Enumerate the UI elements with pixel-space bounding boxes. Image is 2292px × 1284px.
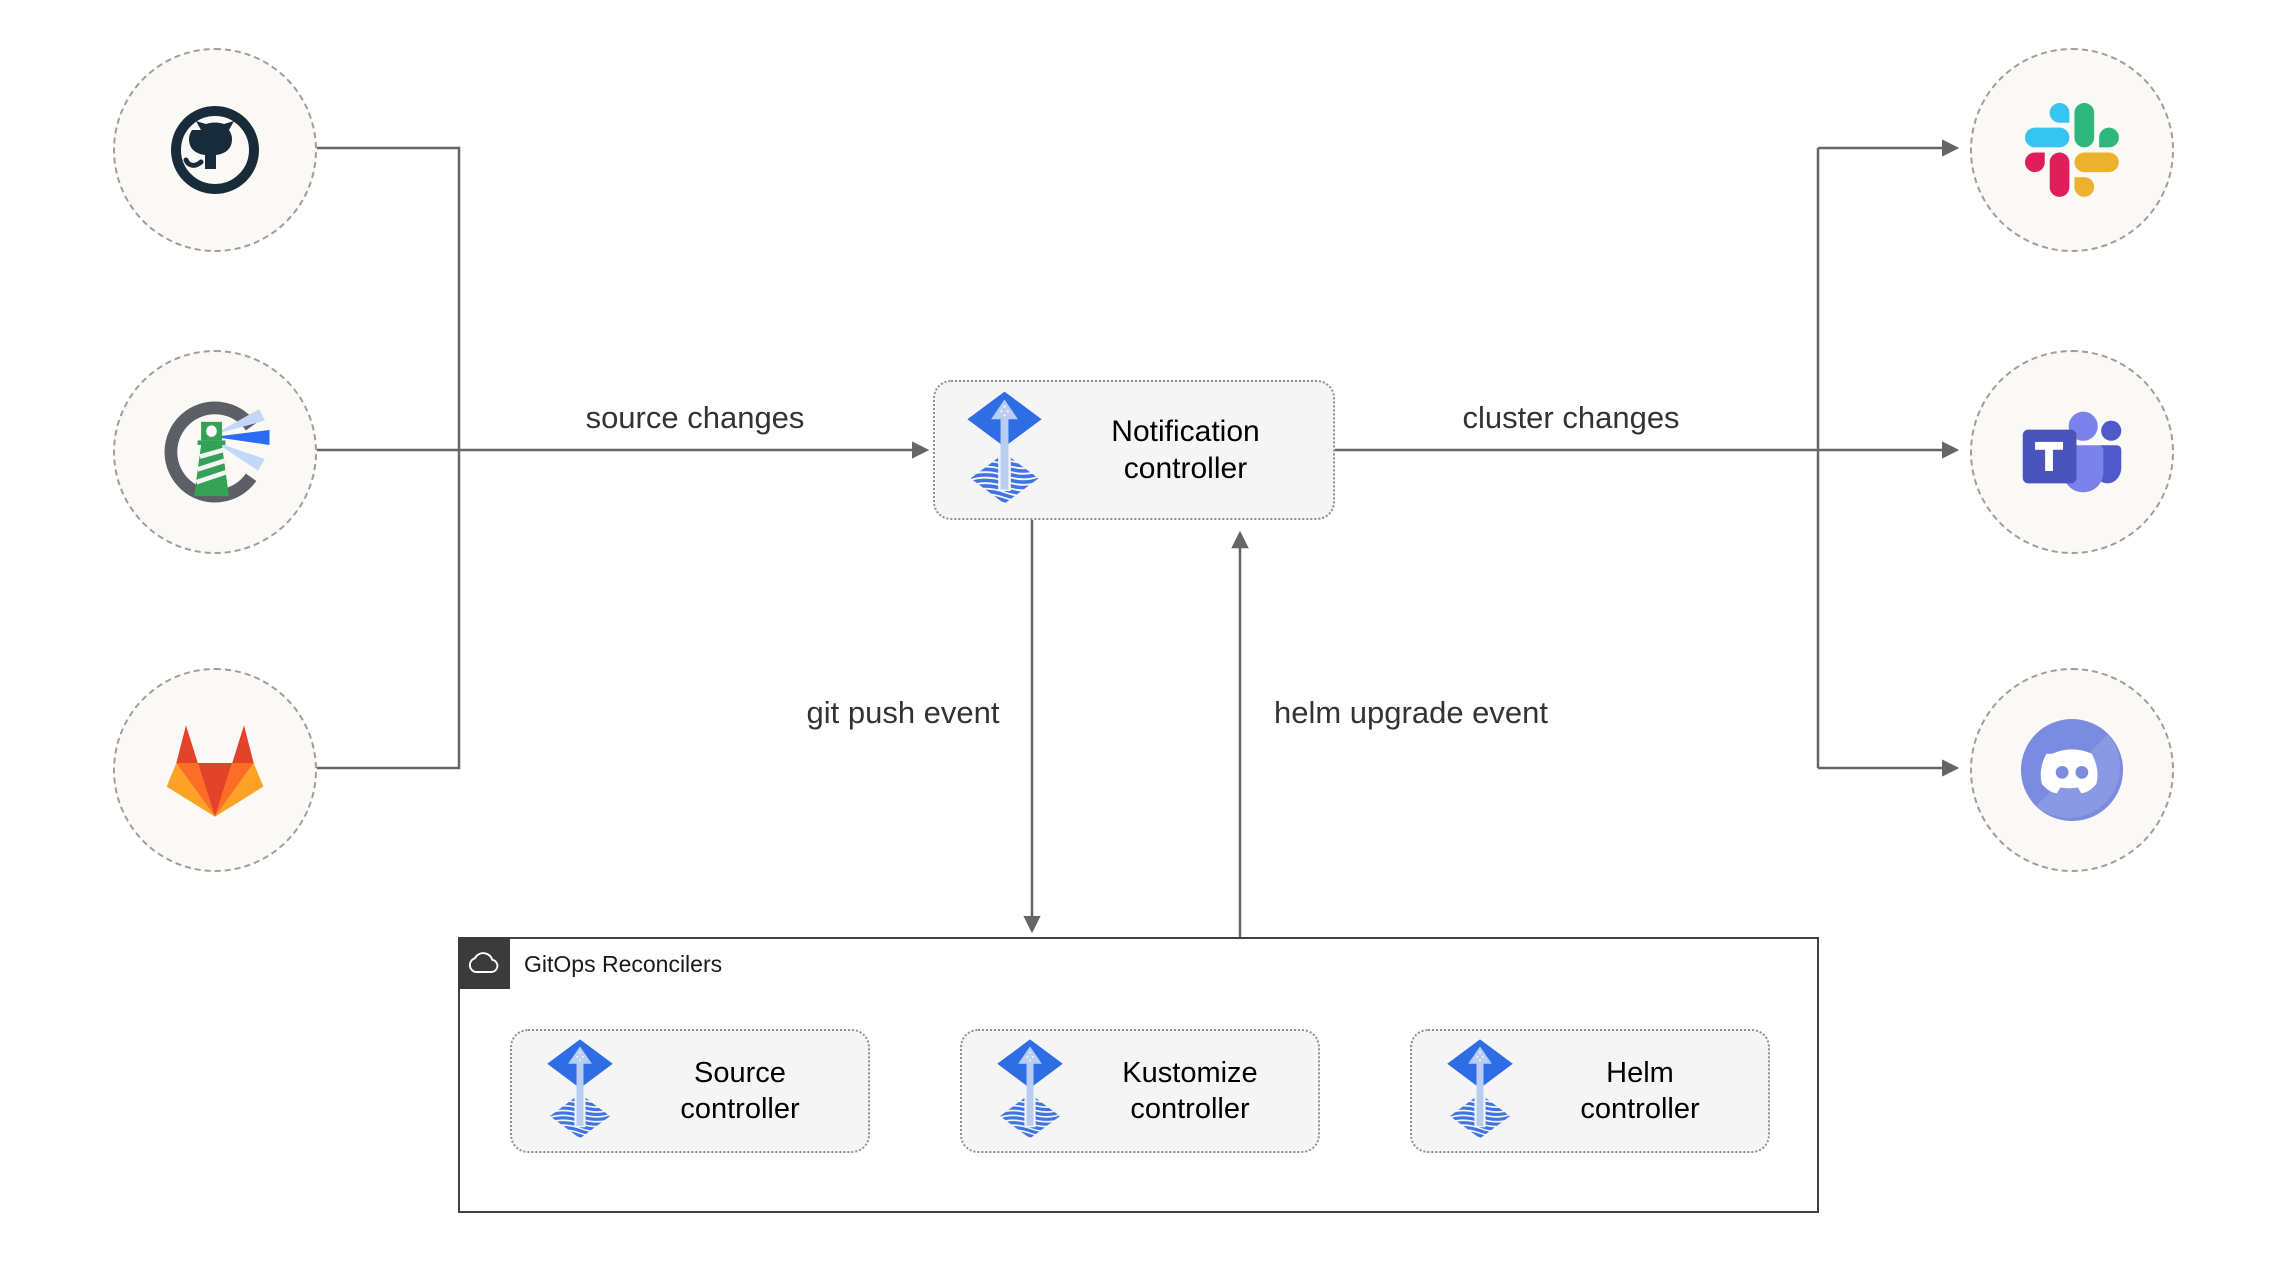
teams-icon — [2016, 396, 2128, 508]
node-harbor — [113, 350, 317, 554]
flux-icon — [957, 390, 1052, 510]
edge-label-helm-upgrade: helm upgrade event — [1273, 695, 1549, 730]
kustomize-controller-label: Kustomize controller — [1122, 1056, 1258, 1125]
github-icon — [165, 100, 265, 200]
node-slack — [1970, 48, 2174, 252]
node-github — [113, 48, 317, 252]
flux-icon — [1438, 1038, 1522, 1144]
kustomize-controller-box: Kustomize controller — [960, 1029, 1320, 1153]
notification-controller-label: Notification controller — [1111, 414, 1260, 486]
source-controller-label: Source controller — [680, 1056, 800, 1125]
cloud-icon — [467, 951, 501, 976]
node-gitlab — [113, 668, 317, 872]
container-title: GitOps Reconcilers — [524, 951, 723, 977]
flux-icon — [538, 1038, 622, 1144]
harbor-icon — [157, 394, 273, 510]
source-controller-box: Source controller — [510, 1029, 870, 1153]
gitlab-icon — [161, 720, 269, 821]
edge-left-trunk — [313, 146, 461, 770]
edge-label-cluster-changes: cluster changes — [1462, 400, 1680, 435]
container-badge — [458, 937, 510, 989]
discord-icon — [2014, 712, 2130, 828]
edge-label-source-changes: source changes — [585, 400, 805, 435]
helm-controller-label: Helm controller — [1580, 1056, 1700, 1125]
edge-label-git-push: git push event — [806, 695, 1000, 730]
node-discord — [1970, 668, 2174, 872]
gitops-reconcilers-container: GitOps Reconcilers Source controller Kus… — [458, 937, 1819, 1213]
slack-icon — [2025, 103, 2119, 197]
flux-icon — [988, 1038, 1072, 1144]
notification-controller-box: Notification controller — [933, 380, 1335, 520]
helm-controller-box: Helm controller — [1410, 1029, 1770, 1153]
node-teams — [1970, 350, 2174, 554]
